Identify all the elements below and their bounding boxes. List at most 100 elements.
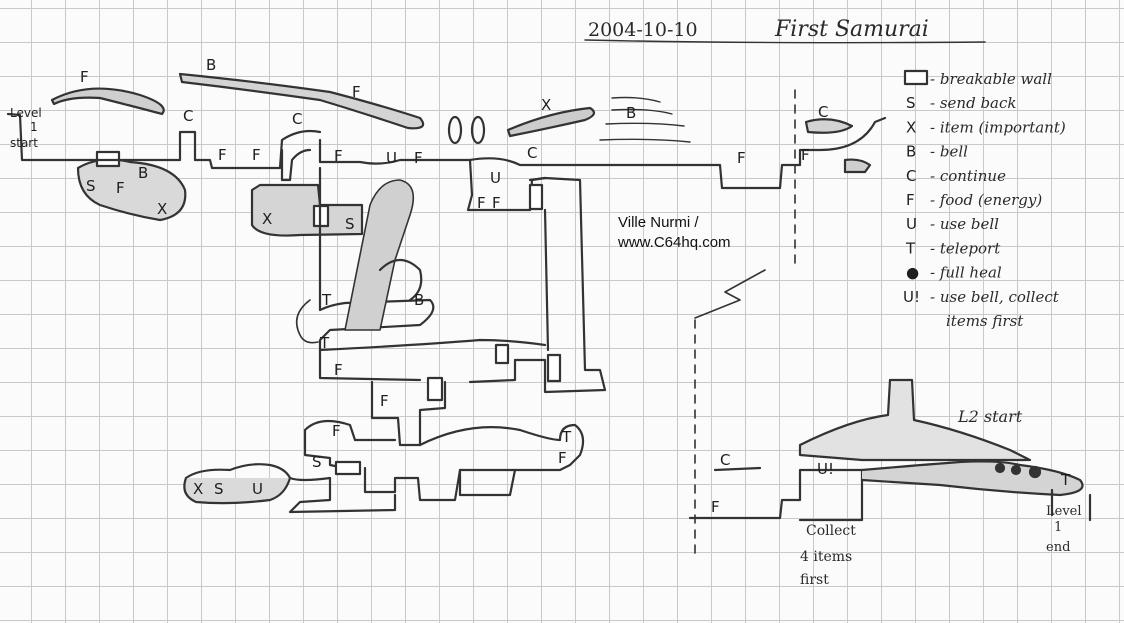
food-marker: F [352, 83, 361, 101]
start-cave [76, 158, 187, 222]
continue-marker: C [183, 107, 193, 125]
continue-marker: C [527, 144, 537, 162]
food-marker: F [334, 361, 343, 379]
food-marker: F [801, 146, 810, 164]
bottom-corridor [184, 463, 397, 514]
lower-pit [458, 468, 517, 497]
level-end-corridor [688, 468, 864, 522]
food-marker: F [218, 146, 227, 164]
full-heal-icon [994, 462, 1006, 474]
level-end-number: 1 [1054, 520, 1062, 535]
item-marker: X [157, 200, 167, 218]
continue-cloud [804, 118, 854, 134]
legend-item-text: - bell [930, 143, 968, 161]
bell-marker: B [414, 291, 424, 309]
food-marker: F [380, 392, 389, 410]
use-bell-marker: U [252, 480, 263, 498]
continue-marker: C [720, 451, 730, 469]
send-back-marker: S [86, 177, 96, 195]
legend-item-text: - food (energy) [930, 191, 1042, 209]
send-back-icon: S [906, 94, 916, 112]
use-bell-marker: U [386, 149, 397, 167]
breakable-wall-lower [494, 343, 510, 365]
food-marker: F [334, 147, 343, 165]
collect-note-items: 4 items [800, 549, 852, 565]
legend-item-text: items first [946, 312, 1024, 330]
legend-item-text: - use bell, collect [930, 288, 1060, 306]
collect-note-first: first [800, 572, 829, 588]
bell-marker: B [138, 164, 148, 182]
breakable-wall-right [546, 353, 562, 383]
teleport-icon: T [905, 239, 916, 257]
bell-cloud [599, 96, 691, 143]
use-bell-marker: U [490, 169, 501, 187]
corridor-step [280, 148, 312, 182]
l2-start-rock [798, 378, 1032, 462]
continue-marker: C [818, 103, 828, 121]
top-corridor [93, 129, 547, 212]
teleport-marker: T [319, 334, 330, 352]
food-icon: F [906, 191, 915, 209]
send-back-marker: S [214, 480, 224, 498]
middle-passage [318, 338, 547, 352]
send-back-marker: S [345, 215, 355, 233]
map-date: 2004-10-10 [588, 19, 698, 41]
floating-log [506, 106, 596, 138]
continue-marker: C [292, 110, 302, 128]
legend-item-text: - full heal [930, 264, 1002, 282]
legend-breakable-wall-box [903, 69, 929, 86]
use-bell-collect-marker: U! [817, 460, 834, 478]
teleport-marker: T [561, 428, 572, 446]
legend-item-text: - send back [930, 94, 1016, 112]
collect-note: Collect [806, 523, 856, 539]
full-heal-icon [1028, 465, 1042, 479]
food-marker: F [477, 194, 486, 212]
item-marker: X [193, 480, 203, 498]
left-shaft [318, 166, 435, 382]
level-start-number: 1 [30, 120, 38, 134]
middle-chamber [370, 380, 447, 447]
food-marker: F [252, 146, 261, 164]
level-start-word: start [10, 136, 38, 150]
food-marker: F [80, 68, 89, 86]
legend-item-text: - breakable wall [930, 70, 1052, 88]
bell-icon: B [906, 143, 916, 161]
use-bell-collect-icon: U! [903, 288, 920, 306]
credit-author: Ville Nurmi / [618, 214, 699, 231]
level-start-wall [6, 112, 97, 162]
breakable-wall-bottom [334, 460, 362, 476]
teleport-arrow [295, 299, 319, 344]
ring-left [447, 115, 463, 145]
tree-branch [378, 258, 423, 302]
top-right-ledge [843, 158, 872, 174]
bell-marker: B [206, 56, 216, 74]
breakable-wall-shaft [528, 183, 544, 211]
credit-website: www.C64hq.com [618, 234, 731, 251]
legend-item-text: - use bell [930, 215, 999, 233]
item-marker: X [262, 210, 272, 228]
level-start-label: Level [10, 106, 42, 120]
platform-top-middle [178, 72, 425, 130]
food-marker: F [332, 422, 341, 440]
small-ledge [713, 466, 762, 472]
map-title: First Samurai [774, 17, 929, 42]
level-end-label: Level [1046, 504, 1082, 519]
continue-icon: C [906, 167, 916, 185]
send-back-marker: S [312, 453, 322, 471]
top-right-corridor [468, 116, 887, 190]
l2-start-note: L2 start [957, 407, 1023, 426]
tree-waterfall [344, 179, 415, 331]
food-marker: F [492, 194, 501, 212]
food-marker: F [116, 179, 125, 197]
teleport-marker: T [1060, 471, 1071, 489]
item-icon: X [906, 118, 916, 136]
item-marker: X [541, 96, 551, 114]
ring-right [470, 115, 486, 145]
platform-top-left [50, 87, 165, 116]
bell-marker: B [626, 104, 636, 122]
legend-item-text: - item (important) [930, 118, 1066, 136]
food-marker: F [737, 149, 746, 167]
right-shaft-inner [543, 208, 550, 352]
